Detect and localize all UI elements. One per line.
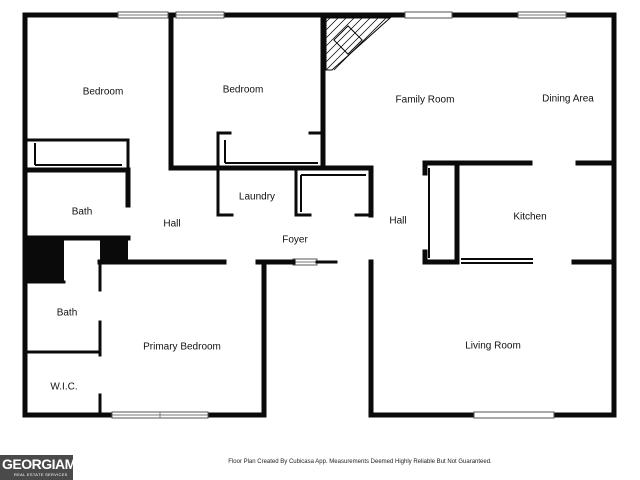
logo-text: GEORGIAMLS [2,456,93,472]
label-hall-2: Hall [389,216,406,227]
window-living-room [473,411,555,419]
label-wic: W.I.C. [50,382,77,393]
label-living-room: Living Room [465,341,521,352]
room-labels: Bedroom Bedroom Family Room Dining Area … [50,85,594,393]
exterior-walls [22,12,617,418]
duct-block-2 [100,238,128,262]
label-dining-area: Dining Area [542,94,594,105]
label-bath-2: Bath [57,308,78,319]
label-hall-1: Hall [163,219,180,230]
floor-plan-disclaimer: Floor Plan Created By Cubicasa App. Meas… [228,459,492,465]
duct-block [27,240,64,282]
staircase [325,17,392,71]
label-bath-1: Bath [72,207,93,218]
label-laundry: Laundry [239,192,275,203]
label-kitchen: Kitchen [513,212,546,223]
label-bedroom-1: Bedroom [83,87,124,98]
georgiamls-logo: GEORGIAMLS REAL ESTATE SERVICES [0,455,93,480]
label-bedroom-2: Bedroom [223,85,264,96]
windows [111,11,567,419]
logo-subtext: REAL ESTATE SERVICES [14,472,68,477]
window-family-room [404,11,453,19]
label-primary-bedroom: Primary Bedroom [143,342,221,353]
label-family-room: Family Room [396,95,455,106]
label-foyer: Foyer [282,235,308,246]
interior-walls [22,12,617,417]
